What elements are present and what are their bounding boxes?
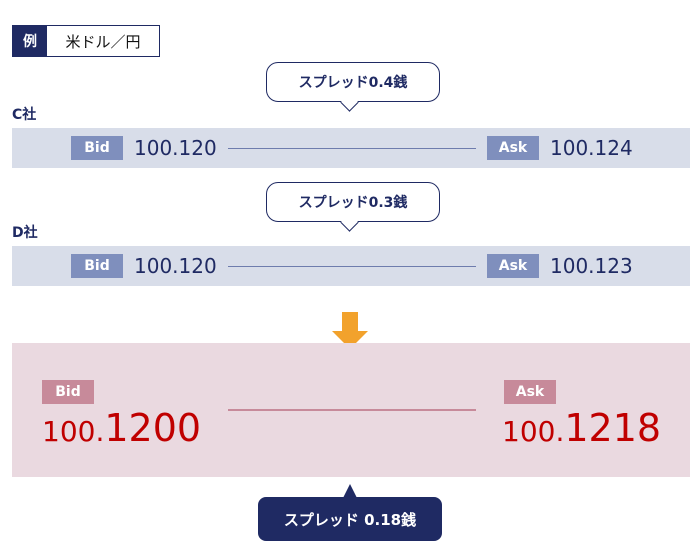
company-c-label: C社: [12, 107, 37, 123]
spread-text-d: スプレッド0.3銭: [298, 195, 408, 211]
result-bid-digits: 1200: [104, 406, 202, 450]
spread-line-d: [228, 266, 476, 267]
ask-price-c: 100.124: [550, 136, 633, 160]
down-arrow-shaft: [342, 312, 358, 332]
result-bid-prefix: 100.: [42, 415, 105, 448]
ask-label-d: Ask: [487, 254, 539, 278]
ask-price-d: 100.123: [550, 254, 633, 278]
bid-price-d: 100.120: [134, 254, 217, 278]
currency-pair: 米ドル／円: [47, 26, 159, 56]
spread-bubble-c: スプレッド0.4銭: [266, 62, 440, 102]
result-spread-box: スプレッド 0.18銭: [258, 497, 442, 541]
result-ask-prefix: 100.: [502, 415, 565, 448]
result-ask-price: 100.1218: [502, 408, 661, 456]
bid-label-c: Bid: [71, 136, 123, 160]
result-bid-label: Bid: [42, 380, 94, 404]
example-tag: 例 米ドル／円: [12, 25, 160, 57]
bid-price-c: 100.120: [134, 136, 217, 160]
result-bid-price: 100.1200: [42, 408, 201, 456]
result-spread-text: スプレッド 0.18銭: [283, 510, 417, 529]
spread-text-c: スプレッド0.4銭: [298, 75, 408, 91]
spread-line-c: [228, 148, 476, 149]
result-ask-label: Ask: [504, 380, 556, 404]
result-spread-line: [228, 409, 476, 411]
result-ask-digits: 1218: [564, 406, 662, 450]
ask-label-c: Ask: [487, 136, 539, 160]
company-d-label: D社: [12, 225, 38, 241]
result-spread-tail: [343, 484, 357, 498]
example-label: 例: [13, 26, 47, 56]
bid-label-d: Bid: [71, 254, 123, 278]
